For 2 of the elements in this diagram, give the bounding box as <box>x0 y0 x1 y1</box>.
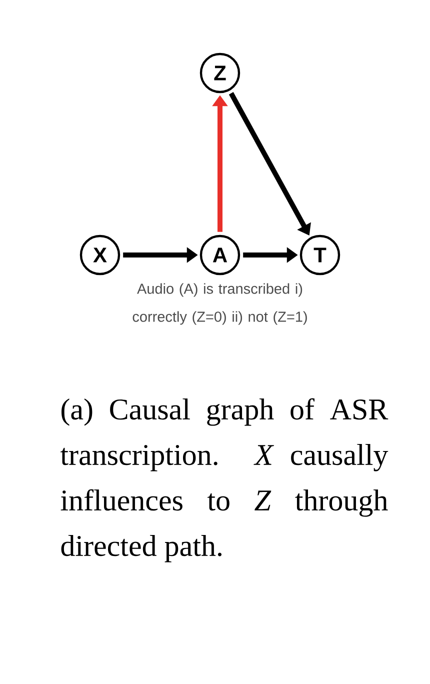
note-text: Audio (A) is transcribed i) correctly (Z=0) ii) not (Z=1) <box>132 283 307 325</box>
caption: (a) Causal graph of ASR transcription. X causally influences to Z through directed path. <box>60 398 388 562</box>
